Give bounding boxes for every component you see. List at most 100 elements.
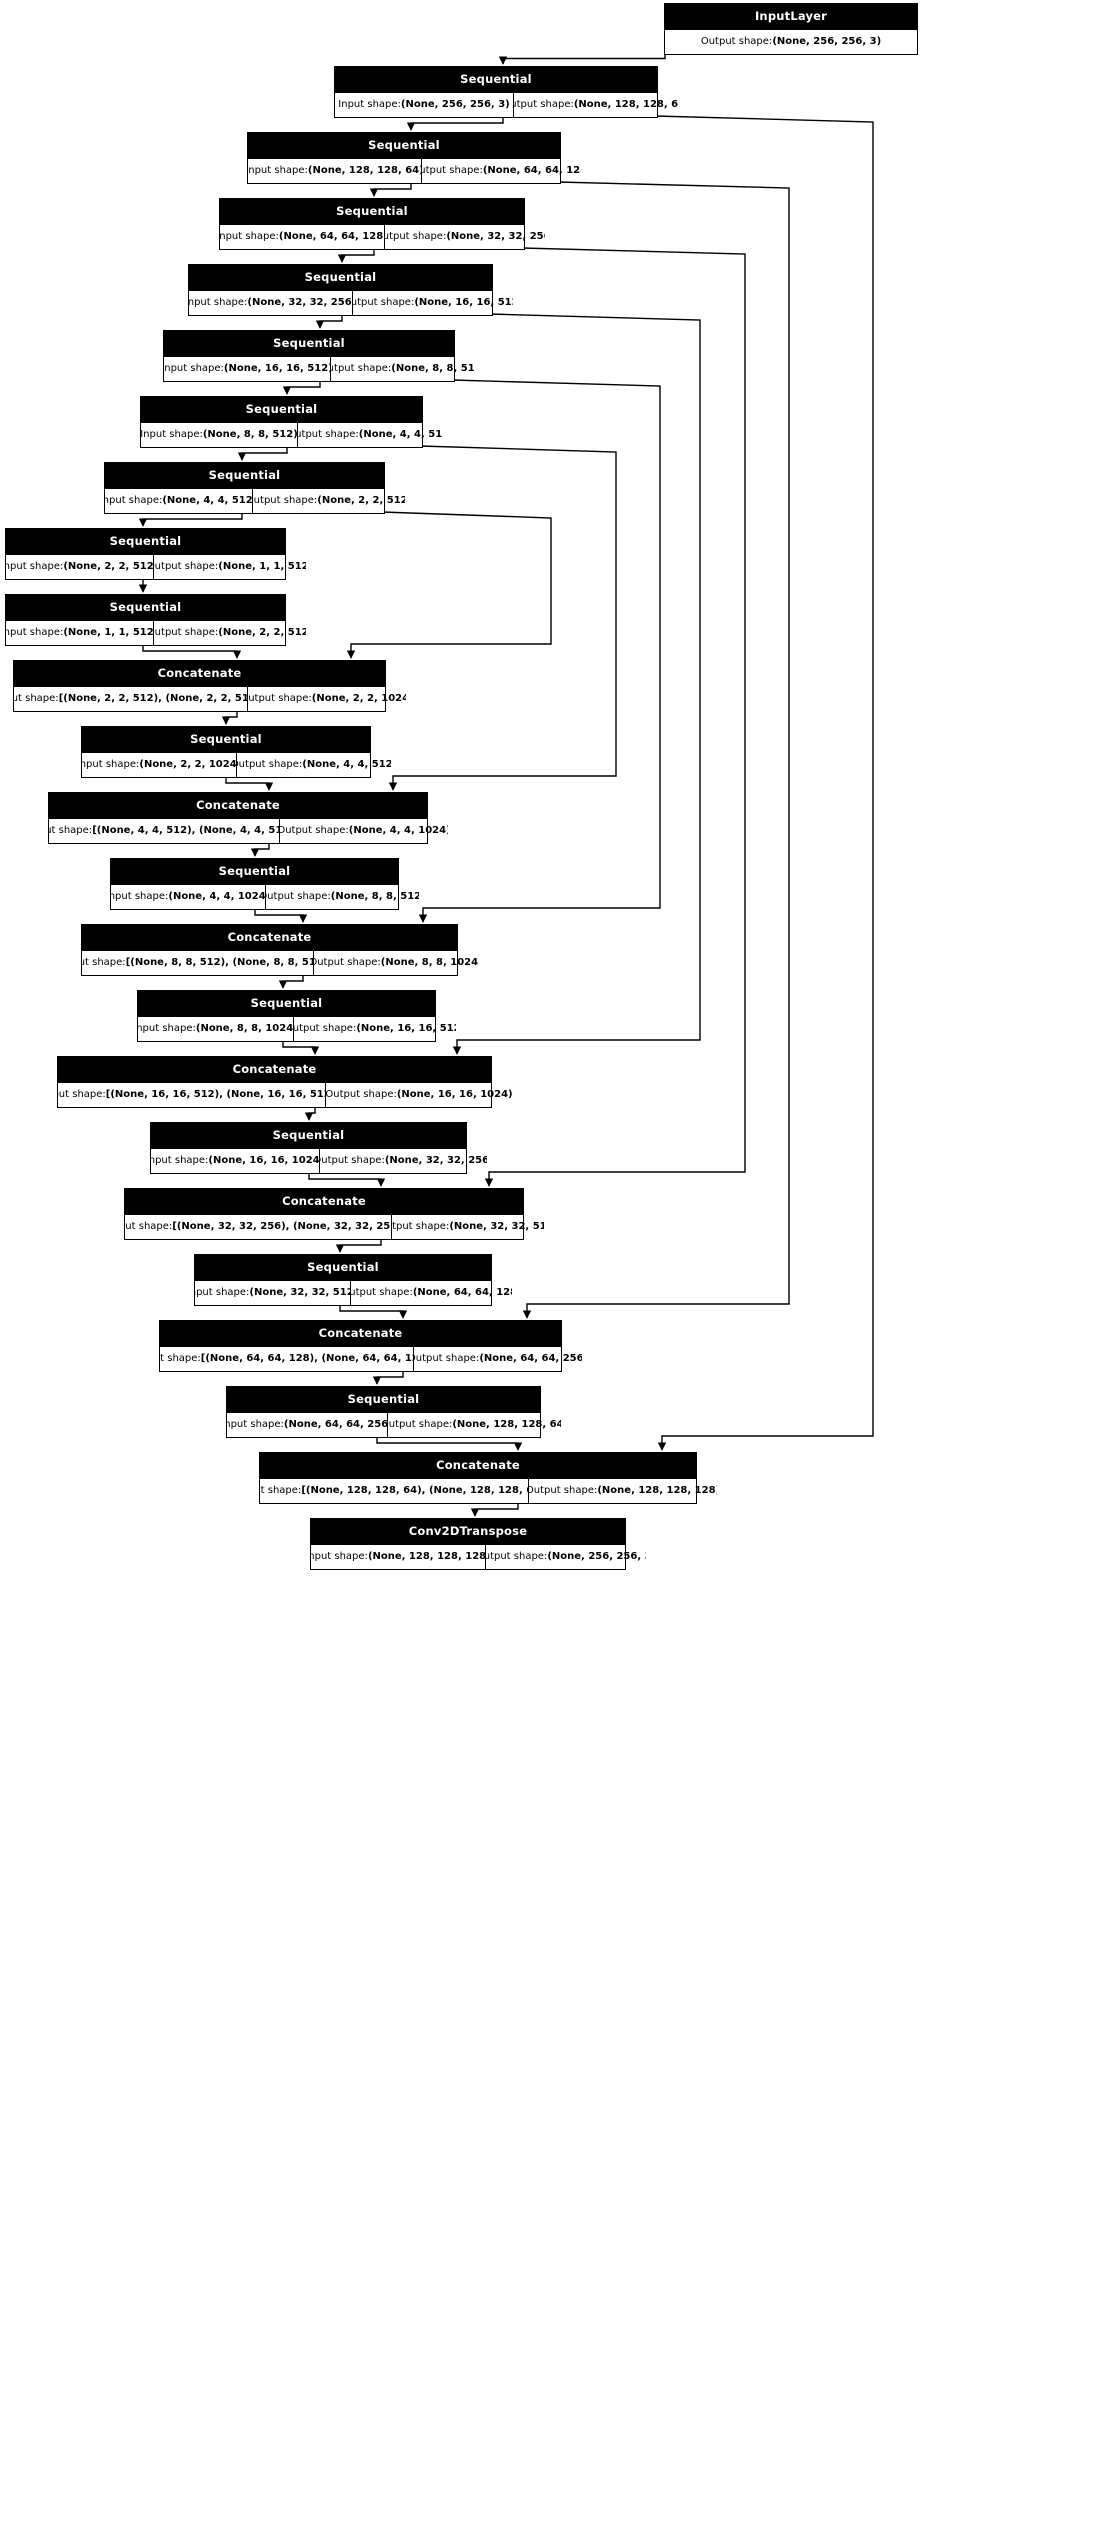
output-shape-value: (None, 128, 128, 128) <box>597 1485 717 1496</box>
input-shape-value: (None, 8, 8, 1024) <box>195 1023 293 1034</box>
layer-node-n16[interactable]: ConcatenateInput shape: [(None, 16, 16, … <box>57 1056 512 1108</box>
output-shape-value: (None, 1, 1, 512) <box>218 561 306 572</box>
input-shape-label: Input shape: <box>311 1551 368 1562</box>
layer-shape-row: Input shape: (None, 128, 128, 128)Output… <box>311 1544 646 1569</box>
input-shape-cell: Input shape: (None, 4, 4, 1024) <box>111 885 265 909</box>
output-shape-cell: Output shape: (None, 256, 256, 3) <box>665 30 917 54</box>
output-shape-label: Output shape: <box>252 495 318 506</box>
input-shape-label: Input shape: <box>248 165 308 176</box>
input-shape-value: (None, 16, 16, 512) <box>223 363 330 374</box>
output-shape-cell: Output shape: (None, 32, 32, 256) <box>319 1149 487 1173</box>
input-shape-label: Input shape: <box>82 759 140 770</box>
edge <box>522 181 790 1319</box>
layer-shape-row: Input shape: (None, 16, 16, 1024)Output … <box>151 1148 487 1173</box>
output-shape-label: Output shape: <box>325 1089 397 1100</box>
output-shape-value: (None, 8, 8, 1024) <box>380 957 478 968</box>
edge <box>335 1238 382 1253</box>
output-shape-label: Output shape: <box>387 1419 453 1430</box>
layer-shape-row: Input shape: [(None, 128, 128, 64), (Non… <box>260 1478 717 1503</box>
output-shape-value: (None, 64, 64, 128) <box>482 165 581 176</box>
input-shape-value: [(None, 128, 128, 64), (None, 128, 128, … <box>301 1485 528 1496</box>
input-shape-value: (None, 32, 32, 256) <box>247 297 352 308</box>
input-shape-value: [(None, 2, 2, 512), (None, 2, 2, 512)] <box>58 693 247 704</box>
input-shape-label: Input shape: <box>189 297 248 308</box>
output-shape-cell: Output shape: (None, 2, 2, 512) <box>153 621 306 645</box>
input-shape-cell: Input shape: [(None, 32, 32, 256), (None… <box>125 1215 391 1239</box>
input-shape-label: Input shape: <box>14 693 59 704</box>
output-shape-cell: Output shape: (None, 128, 128, 64) <box>513 93 678 117</box>
edge <box>406 116 504 131</box>
layer-type-label: Sequential <box>82 727 370 752</box>
output-shape-cell: Output shape: (None, 8, 8, 512) <box>265 885 419 909</box>
edge <box>346 511 552 659</box>
output-shape-cell: Output shape: (None, 128, 128, 128) <box>528 1479 717 1503</box>
edge <box>142 644 242 659</box>
layer-type-label: Concatenate <box>49 793 427 818</box>
edge <box>470 1502 519 1517</box>
input-shape-value: (None, 16, 16, 1024) <box>208 1155 319 1166</box>
layer-shape-row: Input shape: (None, 4, 4, 512)Output sha… <box>105 488 405 513</box>
edge <box>372 1370 404 1385</box>
layer-type-label: Sequential <box>227 1387 540 1412</box>
layer-node-n20[interactable]: ConcatenateInput shape: [(None, 64, 64, … <box>159 1320 582 1372</box>
output-shape-value: (None, 32, 32, 512) <box>449 1221 544 1232</box>
output-shape-value: (None, 4, 4, 512) <box>302 759 391 770</box>
input-shape-label: Input shape: <box>260 1485 302 1496</box>
layer-node-n14[interactable]: ConcatenateInput shape: [(None, 8, 8, 51… <box>81 924 478 976</box>
layer-type-label: Sequential <box>220 199 524 224</box>
edge <box>418 379 661 923</box>
input-shape-value: [(None, 32, 32, 256), (None, 32, 32, 256… <box>172 1221 391 1232</box>
output-shape-cell: Output shape: (None, 4, 4, 512) <box>236 753 391 777</box>
input-shape-value: (None, 2, 2, 1024) <box>139 759 236 770</box>
layer-shape-row: Input shape: [(None, 64, 64, 128), (None… <box>160 1346 582 1371</box>
output-shape-cell: Output shape: (None, 256, 256, 3) <box>485 1545 646 1569</box>
layer-node-n22[interactable]: ConcatenateInput shape: [(None, 128, 128… <box>259 1452 717 1504</box>
output-shape-label: Output shape: <box>331 363 392 374</box>
input-shape-label: Input shape: <box>227 1419 284 1430</box>
edge <box>282 1040 320 1055</box>
output-shape-value: (None, 32, 32, 256) <box>384 1155 487 1166</box>
layer-node-n18[interactable]: ConcatenateInput shape: [(None, 32, 32, … <box>124 1188 544 1240</box>
input-shape-label: Input shape: <box>151 1155 209 1166</box>
layer-type-label: Sequential <box>6 595 285 620</box>
layer-type-label: Sequential <box>189 265 492 290</box>
output-shape-label: Output shape: <box>153 627 219 638</box>
output-shape-cell: Output shape: (None, 16, 16, 512) <box>293 1017 456 1041</box>
layer-node-n12[interactable]: ConcatenateInput shape: [(None, 4, 4, 51… <box>48 792 448 844</box>
input-shape-value: (None, 32, 32, 512) <box>249 1287 350 1298</box>
input-shape-label: Input shape: <box>220 231 279 242</box>
layer-node-n10[interactable]: ConcatenateInput shape: [(None, 2, 2, 51… <box>13 660 406 712</box>
layer-shape-row: Input shape: (None, 2, 2, 512)Output sha… <box>6 554 306 579</box>
layer-type-label: Concatenate <box>58 1057 491 1082</box>
edge <box>452 313 701 1055</box>
output-shape-label: Output shape: <box>236 759 303 770</box>
layer-shape-row: Input shape: (None, 8, 8, 1024)Output sh… <box>138 1016 456 1041</box>
input-shape-label: Input shape: <box>141 429 203 440</box>
layer-type-label: Sequential <box>138 991 435 1016</box>
output-shape-label: Output shape: <box>413 1353 480 1364</box>
input-shape-value: [(None, 8, 8, 512), (None, 8, 8, 512)] <box>125 957 313 968</box>
input-shape-value: [(None, 4, 4, 512), (None, 4, 4, 512)] <box>92 825 279 836</box>
input-shape-label: Input shape: <box>160 1353 201 1364</box>
output-shape-label: Output shape: <box>265 891 331 902</box>
output-shape-value: (None, 8, 8, 512) <box>391 363 475 374</box>
output-shape-label: Output shape: <box>392 1221 450 1232</box>
